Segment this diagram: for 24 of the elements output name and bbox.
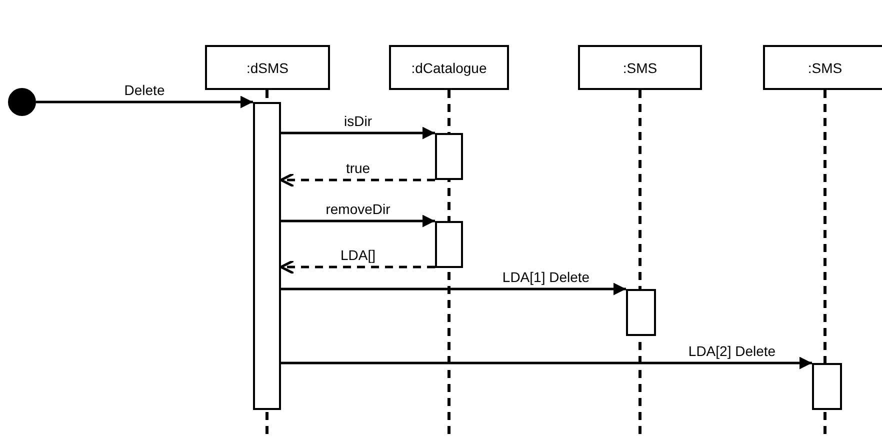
activation-bar bbox=[435, 221, 463, 268]
message-arrow bbox=[281, 282, 626, 296]
message-arrow bbox=[36, 96, 253, 108]
message-label: LDA[2] Delete bbox=[688, 343, 776, 359]
lifeline-header: :SMS bbox=[578, 45, 702, 90]
message-label: isDir bbox=[344, 113, 372, 129]
activation-bar bbox=[253, 102, 281, 410]
message-label: LDA[1] Delete bbox=[502, 269, 590, 285]
lifeline-header: :SMS bbox=[763, 45, 882, 90]
return-arrow bbox=[280, 260, 435, 274]
message-label: removeDir bbox=[326, 201, 390, 217]
activation-bar bbox=[435, 133, 463, 180]
return-arrow bbox=[280, 172, 435, 188]
lifeline-header: :dCatalogue bbox=[389, 45, 509, 90]
activation-bar bbox=[626, 289, 656, 336]
message-label: LDA[] bbox=[340, 247, 376, 263]
message-arrow bbox=[281, 356, 812, 370]
activation-bar bbox=[812, 363, 842, 410]
message-label: true bbox=[346, 160, 370, 176]
start-circle bbox=[8, 88, 36, 116]
message-label: Delete bbox=[124, 82, 165, 98]
message-arrow bbox=[281, 214, 435, 228]
lifeline-header: :dSMS bbox=[205, 45, 330, 90]
message-arrow bbox=[281, 126, 435, 140]
